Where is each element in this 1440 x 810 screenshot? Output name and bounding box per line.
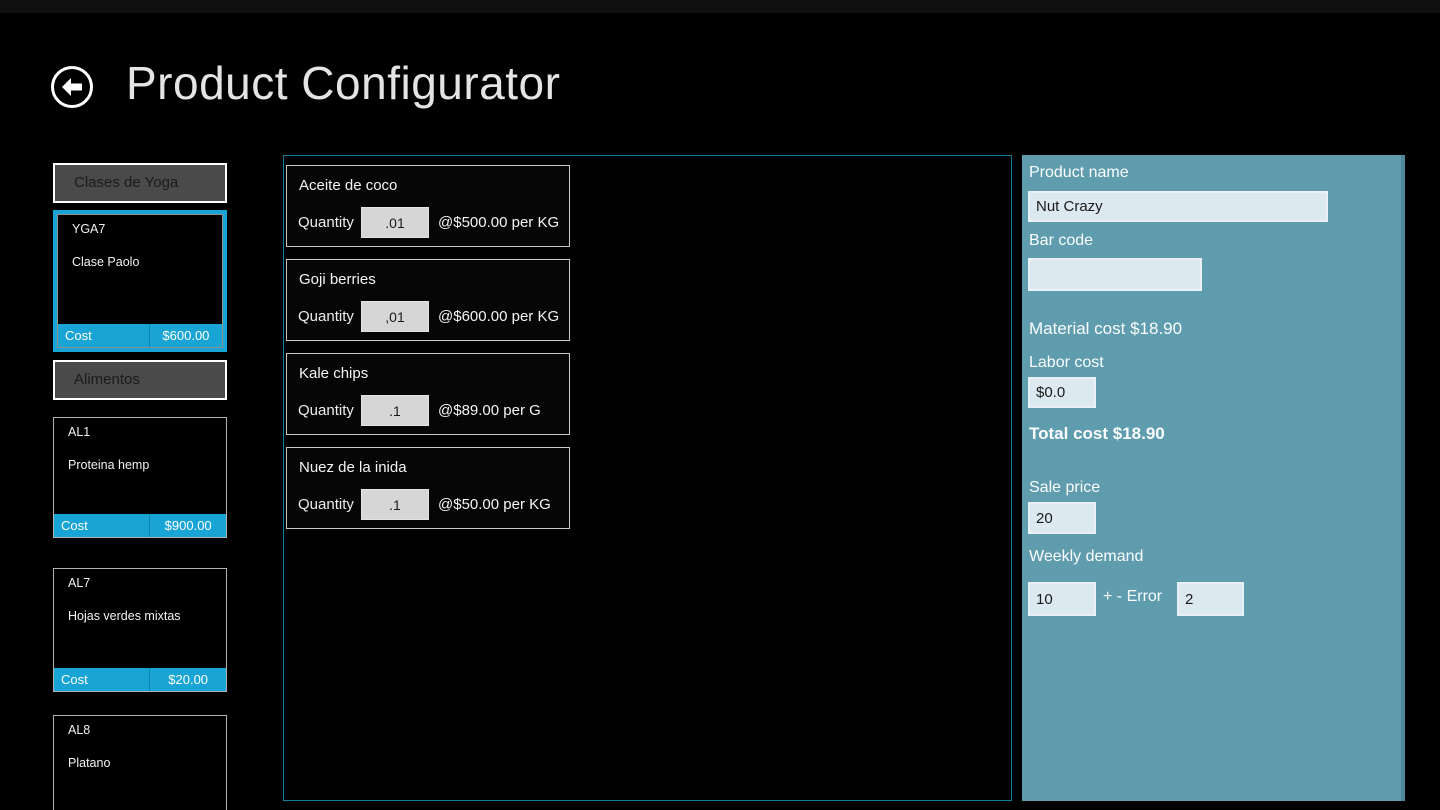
- error-input[interactable]: [1177, 582, 1244, 616]
- product-code: AL8: [68, 723, 91, 737]
- ingredient-rate: @$89.00 per G: [438, 402, 541, 419]
- cost-bar: Cost $900.00: [54, 514, 226, 537]
- card-inner: YGA7 Clase Paolo Cost $600.00: [57, 214, 223, 348]
- group-header-alimentos[interactable]: Alimentos: [53, 360, 227, 400]
- product-card-al1[interactable]: AL1 Proteina hemp Cost $900.00: [53, 417, 227, 538]
- product-card-al8[interactable]: AL8 Platano: [53, 715, 227, 810]
- cost-value: $900.00: [164, 518, 212, 533]
- weekly-demand-input[interactable]: [1028, 582, 1096, 616]
- labor-cost-label: Labor cost: [1029, 354, 1104, 371]
- quantity-input[interactable]: [361, 395, 429, 426]
- product-name: Proteina hemp: [68, 458, 150, 472]
- top-strip: [0, 0, 1440, 13]
- bar-code-input[interactable]: [1028, 258, 1202, 291]
- ingredient-rate: @$500.00 per KG: [438, 214, 560, 231]
- cost-value: $20.00: [168, 672, 209, 687]
- ingredient-name: Nuez de la inida: [299, 459, 407, 476]
- ingredient-box-kale: Kale chips Quantity @$89.00 per G: [286, 353, 570, 435]
- quantity-input[interactable]: [361, 207, 429, 238]
- cost-label: Cost: [54, 514, 151, 537]
- ingredient-box-aceite: Aceite de coco Quantity @$500.00 per KG: [286, 165, 570, 247]
- quantity-label: Quantity: [298, 214, 354, 231]
- product-name-label: Product name: [1029, 164, 1129, 181]
- page-title: Product Configurator: [126, 57, 561, 109]
- card-inner: AL8 Platano: [54, 716, 226, 810]
- product-code: YGA7: [72, 222, 106, 236]
- cost-label: Cost: [58, 324, 150, 347]
- product-name: Platano: [68, 756, 111, 770]
- product-name-input[interactable]: [1028, 191, 1328, 222]
- back-button[interactable]: [50, 65, 94, 109]
- cost-bar: Cost $20.00: [54, 668, 226, 691]
- quantity-label: Quantity: [298, 402, 354, 419]
- cost-value: $600.00: [162, 328, 210, 343]
- sale-price-label: Sale price: [1029, 479, 1101, 496]
- ingredient-name: Goji berries: [299, 271, 376, 288]
- card-inner: AL7 Hojas verdes mixtas Cost $20.00: [54, 569, 226, 691]
- ingredient-box-nuez: Nuez de la inida Quantity @$50.00 per KG: [286, 447, 570, 529]
- group-header-label: Alimentos: [74, 371, 140, 388]
- product-code: AL7: [68, 576, 91, 590]
- ingredient-name: Kale chips: [299, 365, 369, 382]
- ingredient-rate: @$50.00 per KG: [438, 496, 551, 513]
- product-name: Clase Paolo: [72, 255, 140, 269]
- weekly-demand-label: Weekly demand: [1029, 548, 1144, 565]
- product-code: AL1: [68, 425, 91, 439]
- product-details-panel: Product name Bar code Material cost $18.…: [1022, 155, 1405, 801]
- material-cost-text: Material cost $18.90: [1029, 319, 1183, 338]
- product-card-al7[interactable]: AL7 Hojas verdes mixtas Cost $20.00: [53, 568, 227, 692]
- sale-price-input[interactable]: [1028, 502, 1096, 534]
- group-header-yoga[interactable]: Clases de Yoga: [53, 163, 227, 203]
- cost-label: Cost: [54, 668, 151, 691]
- ingredient-rate: @$600.00 per KG: [438, 308, 560, 325]
- labor-cost-input[interactable]: [1028, 377, 1096, 408]
- ingredients-panel: Aceite de coco Quantity @$500.00 per KG …: [283, 155, 1012, 801]
- product-name: Hojas verdes mixtas: [68, 609, 181, 623]
- quantity-input[interactable]: [361, 301, 429, 332]
- ingredient-name: Aceite de coco: [299, 177, 398, 194]
- card-inner: AL1 Proteina hemp Cost $900.00: [54, 418, 226, 537]
- error-label: + - Error: [1103, 588, 1163, 605]
- cost-bar: Cost $600.00: [58, 324, 222, 347]
- back-arrow-icon: [51, 66, 93, 108]
- quantity-input[interactable]: [361, 489, 429, 520]
- ingredient-box-goji: Goji berries Quantity @$600.00 per KG: [286, 259, 570, 341]
- quantity-label: Quantity: [298, 496, 354, 513]
- bar-code-label: Bar code: [1029, 232, 1094, 249]
- quantity-label: Quantity: [298, 308, 354, 325]
- product-card-yga7[interactable]: YGA7 Clase Paolo Cost $600.00: [53, 210, 227, 352]
- group-header-label: Clases de Yoga: [74, 174, 179, 191]
- total-cost-text: Total cost $18.90: [1029, 424, 1165, 443]
